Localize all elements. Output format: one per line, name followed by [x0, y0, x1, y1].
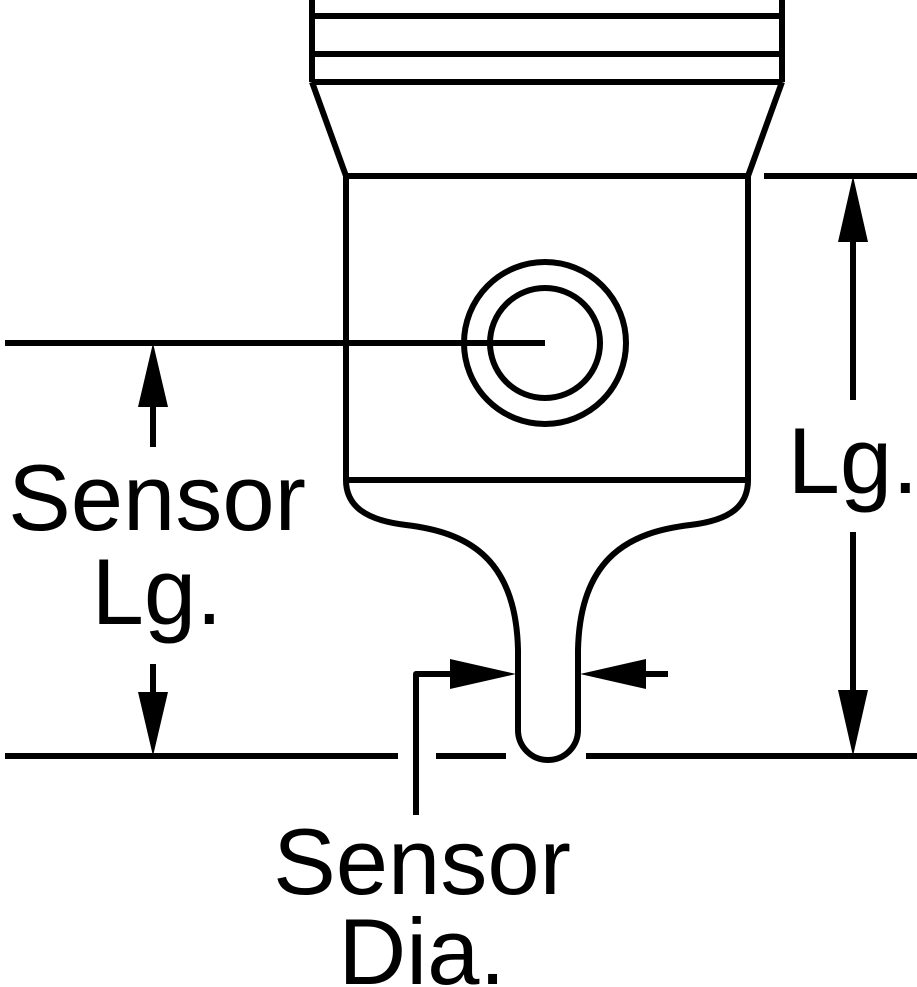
sensor-length-down-arrowhead — [138, 692, 168, 756]
tapered-transition — [309, 80, 785, 178]
sensor-length-label-line1: Sensor — [8, 445, 306, 550]
overall-length-dimension — [838, 176, 868, 756]
threaded-fitting-top — [309, 0, 785, 85]
sensor-length-label-line2: Lg. — [92, 539, 223, 644]
overall-length-down-arrowhead — [838, 690, 868, 756]
sensor-diameter-label-line2: Dia. — [338, 899, 505, 987]
overall-length-label: Lg. — [788, 408, 917, 513]
sensor-diameter-label-line1: Sensor — [273, 809, 571, 914]
sensor-diameter-left-arrowhead — [450, 659, 516, 689]
sensor-diameter-right-arrowhead — [580, 659, 646, 689]
sensor-length-up-arrowhead — [138, 343, 168, 407]
sensor-diameter-dimension — [413, 659, 668, 815]
overall-length-up-arrowhead — [838, 176, 868, 242]
sensor-length-dimension — [138, 343, 168, 756]
fitting-body — [343, 173, 751, 763]
